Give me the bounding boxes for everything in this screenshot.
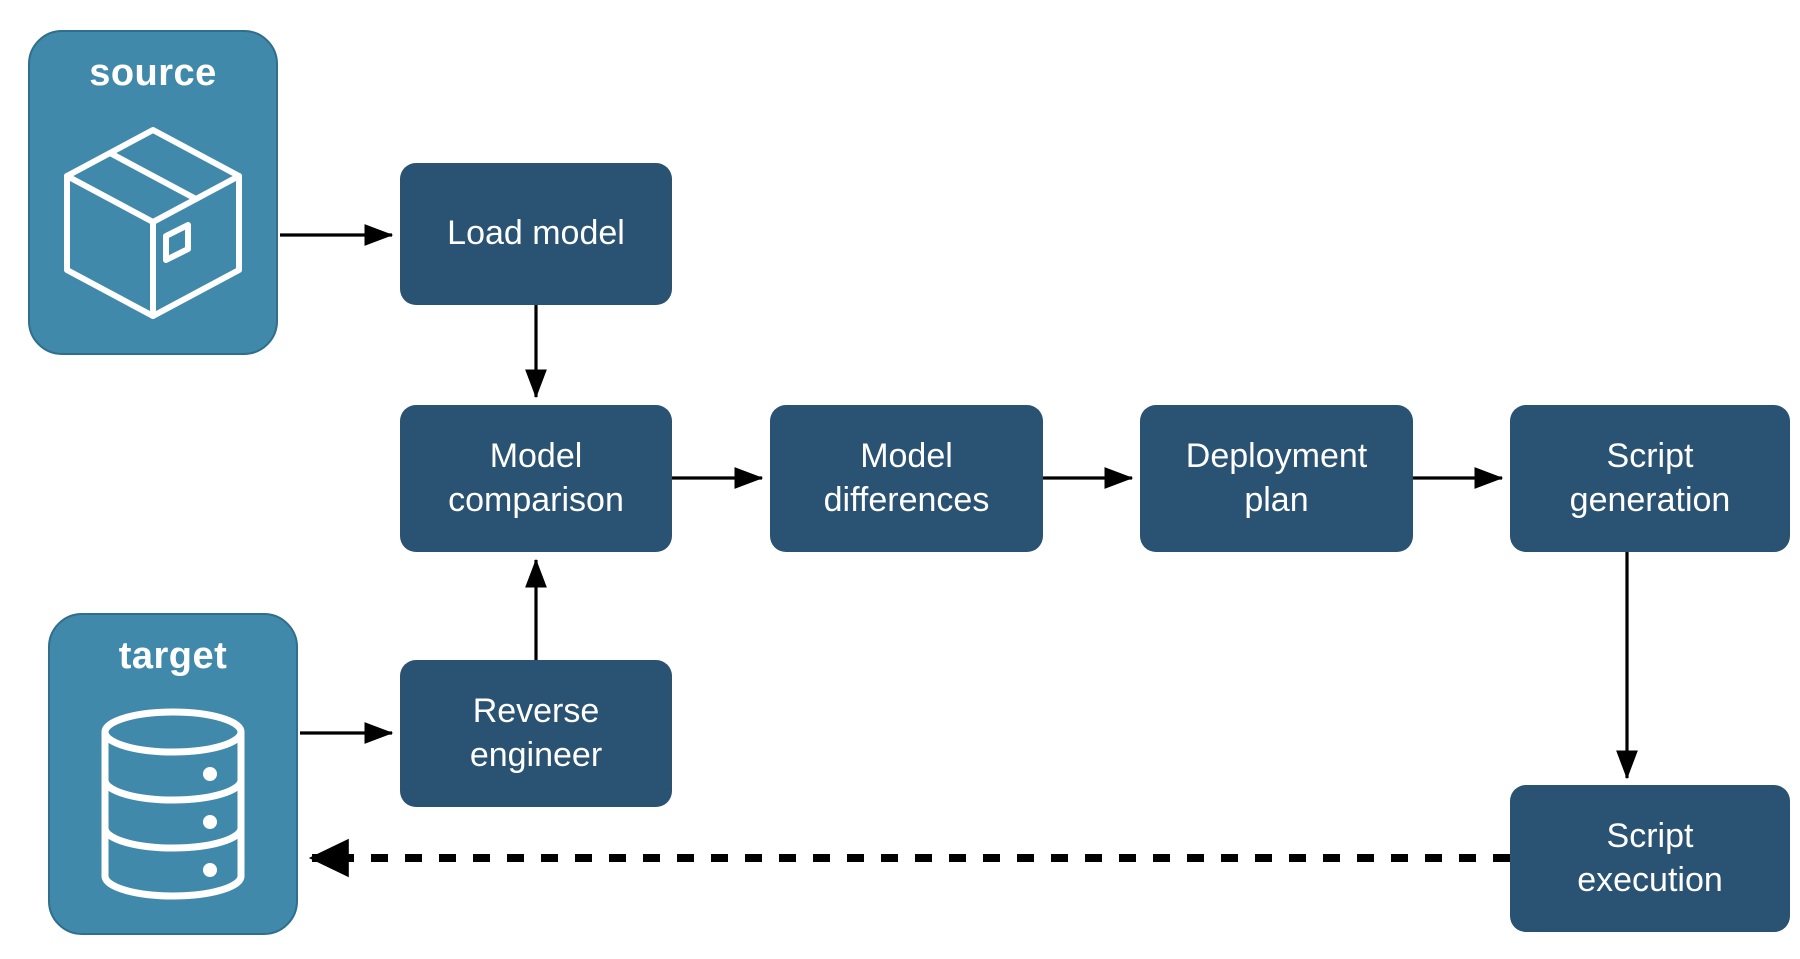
node-script-generation[interactable]: Script generation [1510, 405, 1790, 552]
node-deployment-plan[interactable]: Deployment plan [1140, 405, 1413, 552]
node-deployment-plan-line-2: plan [1244, 480, 1309, 519]
node-model-comparison[interactable]: Model comparison [400, 405, 672, 552]
node-model-differences-line-1: Model [860, 436, 953, 475]
node-load-model[interactable]: Load model [400, 163, 672, 305]
node-script-generation-line-1: Script [1606, 436, 1694, 475]
node-script-execution[interactable]: Script execution [1510, 785, 1790, 932]
node-model-comparison-line-1: Model [489, 436, 583, 475]
node-deployment-plan-line-1: Deployment [1185, 436, 1368, 475]
database-cylinder-icon [50, 675, 296, 933]
endpoint-source-label: source [89, 52, 217, 94]
node-reverse-engineer-line-2: engineer [469, 735, 603, 774]
package-box-icon [30, 92, 276, 353]
node-reverse-engineer-line-1: Reverse [472, 691, 600, 730]
node-model-differences[interactable]: Model differences [770, 405, 1043, 552]
node-script-execution-line-2: execution [1577, 860, 1723, 899]
endpoint-source[interactable]: source [28, 30, 278, 355]
node-reverse-engineer[interactable]: Reverse engineer [400, 660, 672, 807]
node-load-model-line-1: Load model [447, 214, 625, 253]
endpoint-target[interactable]: target [48, 613, 298, 935]
node-model-differences-line-2: differences [823, 480, 990, 519]
endpoint-target-label: target [118, 635, 228, 677]
node-script-generation-line-2: generation [1569, 480, 1731, 519]
node-model-comparison-line-2: comparison [448, 480, 624, 519]
node-script-execution-line-1: Script [1606, 816, 1694, 855]
